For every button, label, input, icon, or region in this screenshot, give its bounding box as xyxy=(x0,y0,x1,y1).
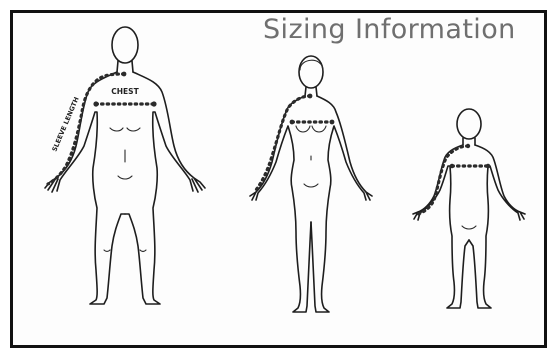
man-figure: CHEST SLEEVE LENGTH xyxy=(45,27,205,304)
woman-figure xyxy=(250,56,372,312)
chest-label: CHEST xyxy=(111,87,139,96)
child-figure xyxy=(413,109,525,308)
